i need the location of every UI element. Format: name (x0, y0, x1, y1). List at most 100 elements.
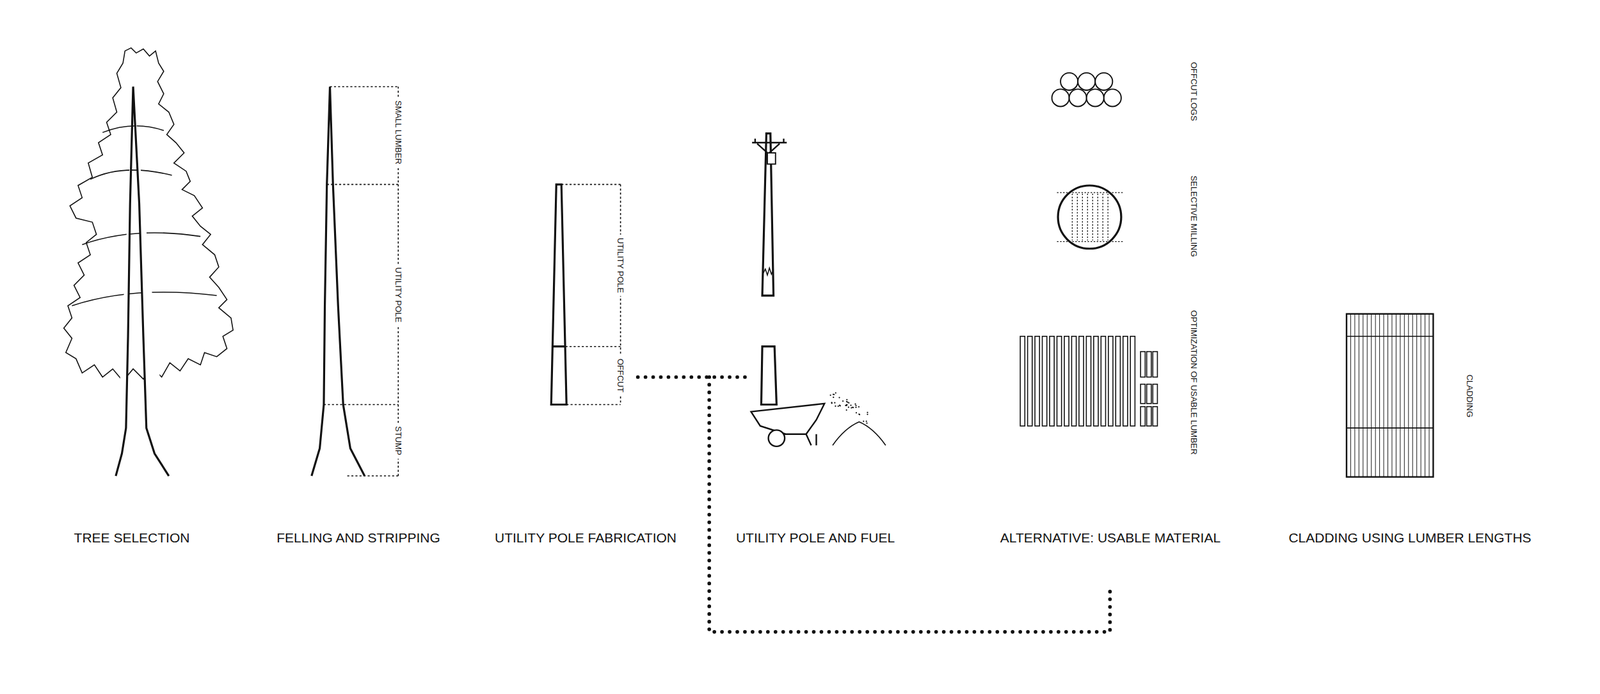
chip-dot (839, 405, 841, 407)
log-end (1077, 72, 1096, 91)
clad-joint (1346, 336, 1433, 338)
mill-line (1056, 192, 1124, 193)
stage-caption: ALTERNATIVE: USABLE MATERIAL (1000, 531, 1221, 545)
clad-board (1367, 314, 1368, 478)
mill-line (1056, 241, 1124, 242)
pole-ground-mark (763, 268, 774, 276)
part-label: CLADDING (1464, 371, 1475, 421)
chip-spray (830, 392, 869, 424)
tree-trunk (115, 86, 169, 477)
stage-caption: UTILITY POLE FABRICATION (494, 531, 677, 545)
dimension-label: UTILITY POLE (615, 234, 626, 297)
chip-dot (835, 392, 837, 394)
board (1027, 336, 1033, 427)
board (1130, 336, 1135, 427)
mill-line (1097, 193, 1099, 241)
clad-board (1412, 314, 1414, 478)
mill-line (1087, 193, 1088, 241)
chip-dot (862, 421, 864, 423)
chip-dot (839, 405, 841, 407)
clad-board (1399, 314, 1401, 478)
chip-dot (866, 412, 868, 414)
log-end (1095, 72, 1113, 91)
board (1071, 336, 1076, 427)
chip-dot (858, 413, 860, 415)
chip-dot (837, 405, 840, 408)
board (1108, 336, 1113, 427)
chip-dot (852, 407, 854, 409)
chip-dot (849, 405, 852, 407)
short-board (1152, 384, 1158, 404)
chip-dot (848, 407, 850, 409)
clad-board (1408, 314, 1409, 478)
chip-dot (855, 412, 857, 414)
clad-board (1404, 314, 1405, 478)
clad-board (1350, 314, 1352, 478)
clad-board (1420, 314, 1422, 478)
clad-joint (1346, 427, 1433, 429)
chip-dot (846, 404, 848, 406)
chip-dot (858, 414, 861, 416)
clad-board (1395, 314, 1397, 478)
board (1056, 336, 1062, 427)
chip-dot (850, 407, 852, 409)
short-board (1140, 352, 1145, 378)
fabrication-dimension-lines (561, 184, 621, 405)
short-board (1152, 352, 1158, 378)
clad-board (1362, 314, 1364, 478)
board (1086, 336, 1091, 427)
short-board (1140, 407, 1145, 427)
log-end (1052, 88, 1070, 107)
part-label: OFFCUT LOGS (1189, 58, 1199, 125)
cladding-boards (1346, 314, 1433, 478)
board (1034, 336, 1040, 427)
log-end (1086, 88, 1104, 107)
part-label: SELECTIVE MILLING (1189, 172, 1199, 260)
clad-board (1375, 314, 1376, 478)
chip-dot (854, 403, 856, 406)
stage-caption: FELLING AND STRIPPING (276, 531, 441, 545)
board (1042, 336, 1048, 427)
chip-dot (846, 409, 848, 411)
chip-dot (830, 394, 832, 397)
chip-dot (831, 402, 833, 404)
stage-caption: UTILITY POLE AND FUEL (736, 531, 895, 545)
chip-dot (846, 399, 848, 401)
chip-dot (832, 396, 834, 399)
stage-caption: CLADDING USING LUMBER LENGTHS (1288, 531, 1531, 545)
offcut-logs (1052, 72, 1122, 107)
chip-dot (866, 414, 868, 416)
board (1123, 336, 1128, 427)
wood-chipper (751, 403, 825, 446)
short-board (1146, 352, 1152, 378)
dimension-label: STUMP (393, 423, 404, 459)
chip-dot (833, 402, 836, 404)
chip-dot (855, 405, 857, 407)
lumber-boards (1020, 336, 1158, 427)
mill-line (1072, 193, 1073, 241)
milling-log (1057, 185, 1122, 249)
board (1115, 336, 1120, 427)
dimension-label: OFFCUT (615, 355, 626, 397)
chipper-wheel (768, 430, 785, 447)
board (1064, 336, 1069, 427)
clad-board (1370, 314, 1372, 478)
clad-board (1387, 314, 1389, 478)
chip-dot (851, 407, 854, 409)
board (1020, 336, 1025, 427)
short-board (1152, 407, 1158, 427)
clad-board (1424, 314, 1426, 478)
mill-line (1092, 193, 1094, 241)
board (1093, 336, 1099, 427)
chip-dot (833, 394, 835, 396)
short-board (1146, 384, 1152, 404)
chip-dot (865, 422, 868, 424)
chip-dot (845, 404, 847, 406)
chip-dot (834, 405, 836, 408)
milling-cuts (1056, 192, 1124, 242)
stage-caption: TREE SELECTION (74, 531, 191, 545)
clad-board (1379, 314, 1380, 478)
offcut-piece (760, 346, 777, 406)
